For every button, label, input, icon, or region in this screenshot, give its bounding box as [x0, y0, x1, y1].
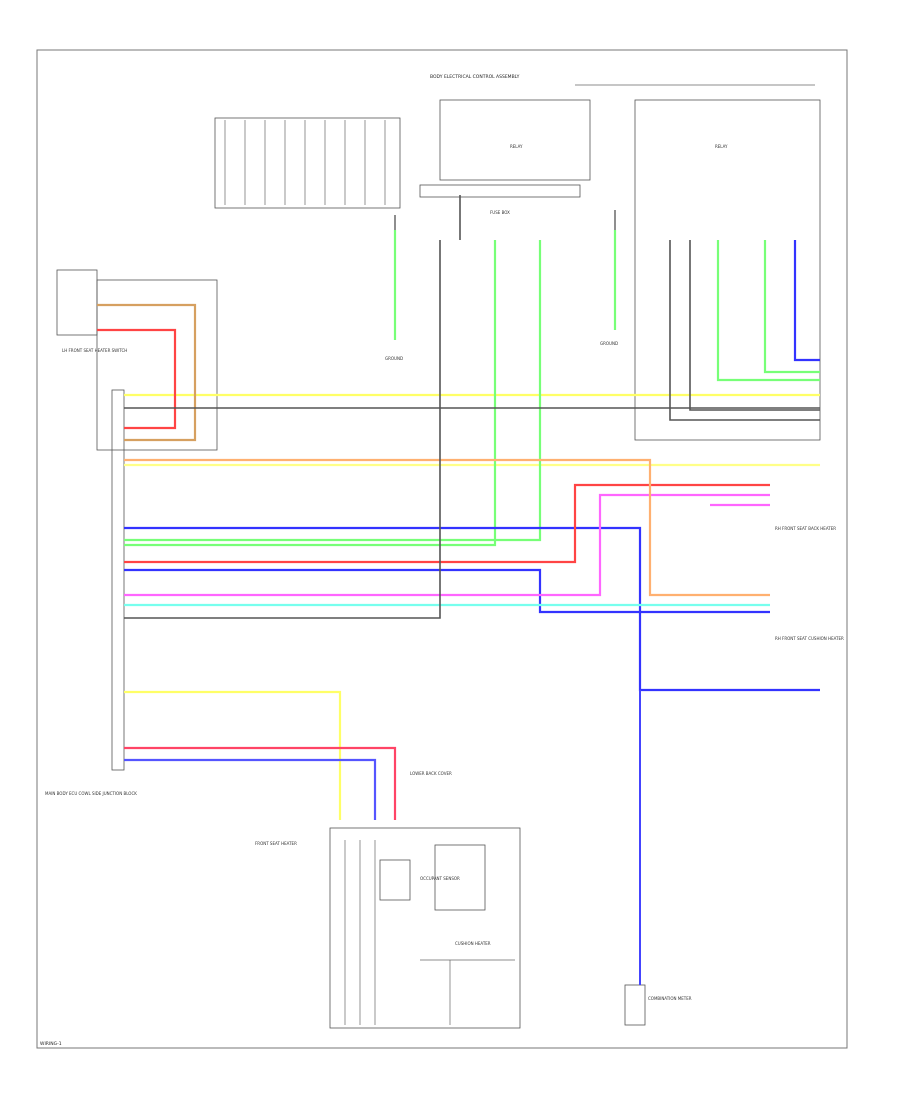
seat-unit-internal-lines: [344, 840, 515, 1025]
wire-red-bottom: [124, 746, 397, 820]
lh-heater-connector: [96, 279, 218, 451]
seat-unit-label: FRONT SEAT HEATER: [255, 841, 297, 846]
relay-block-top-right: [634, 99, 821, 441]
fuse-box-label: FUSE BOX: [490, 210, 510, 215]
seat-sensor-label: OCCUPANT SENSOR: [420, 876, 460, 881]
lh-heater-label: LH FRONT SEAT HEATER SWITCH: [62, 348, 127, 353]
relay-block-top-left: [214, 117, 401, 209]
rh-seat-cushion-label: RH FRONT SEAT CUSHION HEATER: [775, 636, 844, 641]
combination-meter-label: COMBINATION METER: [648, 996, 692, 1001]
wire-lh-red: [97, 328, 177, 430]
wire-green-2: [124, 240, 497, 547]
lh-heater-switch-box: [56, 269, 98, 336]
wire-green-right-1: [716, 240, 820, 382]
fuse-box-top: [419, 184, 581, 198]
relay-block-top-middle: [439, 99, 591, 181]
wire-blue-bottom: [124, 758, 377, 820]
wire-yellow-bottom: [124, 690, 342, 820]
wire-dark-4: [689, 240, 820, 411]
wire-dark-1: [124, 240, 441, 619]
seat-sensor-box: [379, 859, 411, 901]
seat-heater-unit: [329, 827, 521, 1029]
page-code: WIRING-1: [40, 1041, 62, 1047]
wire-red-1: [124, 483, 770, 564]
wire-blue-1: [124, 526, 820, 692]
wire-dark-3: [669, 240, 820, 421]
diagram-border: [36, 49, 848, 1049]
relay-a-label: RELAY: [510, 144, 523, 149]
wire-blue-2: [124, 568, 770, 614]
main-ecu-label: MAIN BODY ECU COWL SIDE JUNCTION BLOCK: [45, 791, 137, 796]
wire-green-right-2: [763, 240, 820, 374]
body-ecu-title: BODY ELECTRICAL CONTROL ASSEMBLY: [430, 74, 520, 80]
lower-cushion-label: LOWER BACK COVER: [410, 771, 452, 776]
relay-block-columns: [224, 120, 386, 205]
wire-lh-tan: [97, 303, 197, 442]
combination-meter-box: [624, 984, 646, 1026]
wire-blue-right: [793, 240, 820, 362]
ground-b-label: GROUND: [600, 341, 618, 346]
cushion-heater-box: [434, 844, 486, 911]
dark-wires: [124, 195, 820, 619]
wire-pink-1: [124, 493, 770, 597]
wire-green-1: [124, 240, 542, 542]
colored-wires: [97, 230, 820, 820]
main-ecu-connector-column: [111, 389, 125, 771]
wire-orange-1: [124, 458, 770, 597]
rh-seat-back-label: RH FRONT SEAT BACK HEATER: [775, 526, 836, 531]
ground-a-label: GROUND: [385, 356, 403, 361]
cushion-note-label: CUSHION HEATER: [455, 941, 491, 946]
relay-b-label: RELAY: [715, 144, 728, 149]
